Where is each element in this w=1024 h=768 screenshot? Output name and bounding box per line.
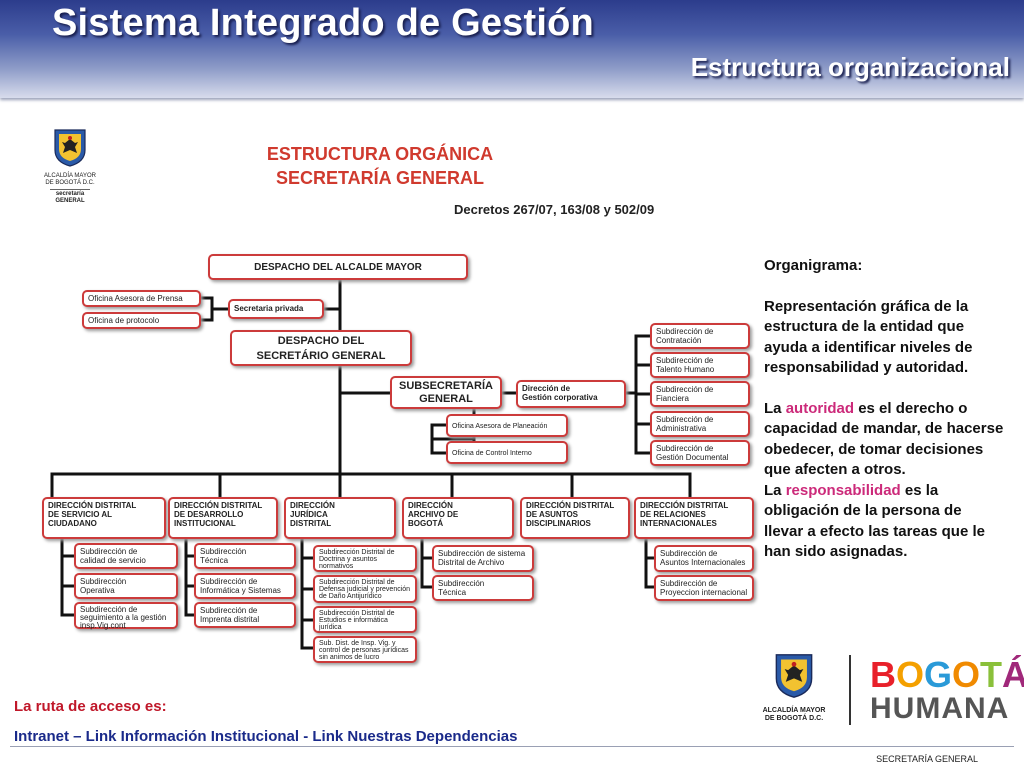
alcaldia-logo: ALCALDÍA MAYOR DE BOGOTÁ D.C. <box>756 652 832 723</box>
bogota-letter: B <box>870 654 896 695</box>
page-subtitle: Estructura organizacional <box>690 52 1010 82</box>
header-banner: Sistema Integrado de Gestión Estructura … <box>0 0 1024 98</box>
node-despacho-secretario: DESPACHO DEL SECRETÁRIO GENERAL <box>230 330 412 366</box>
bogota-letter: O <box>896 654 925 695</box>
node-oficina-prensa: Oficina Asesora de Prensa <box>82 290 201 307</box>
definition-autoridad: La autoridad es el derecho o capacidad d… <box>764 399 1004 479</box>
footer-divider <box>10 746 1014 747</box>
node-secretaria-privada: Secretaria privada <box>228 299 324 319</box>
node-subsecretaria-general: SUBSECRETARÍA GENERAL <box>390 376 502 409</box>
node-despacho-alcalde: DESPACHO DEL ALCALDE MAYOR <box>208 254 468 280</box>
access-route-path: Intranet – Link Información Instituciona… <box>14 728 518 745</box>
definition-organigrama: Representación gráfica de la estructura … <box>764 297 973 377</box>
definitions-heading: Organigrama: <box>764 257 863 274</box>
humana-wordmark: HUMANA <box>870 692 1010 725</box>
node-oficina-protocolo: Oficina de protocolo <box>82 312 201 329</box>
bogota-letter: T <box>980 654 1003 695</box>
logo-divider <box>849 655 851 725</box>
node-direccion-gestion-corporativa: Dirección de Gestión corporativa <box>516 380 626 408</box>
decrees-label: Decretos 267/07, 163/08 y 502/09 <box>454 202 655 217</box>
node-oficina-control: Oficina de Control Interno <box>446 441 568 464</box>
bogota-letter: G <box>924 654 953 695</box>
alcaldia-logo-small: ALCALDÍA MAYOR DE BOGOTÁ D.C. secretaría… <box>38 128 102 205</box>
bogota-humana-logo: BOGOTÁ HUMANA <box>870 656 1024 724</box>
org-chart-title: ESTRUCTURA ORGÁNICA SECRETARÍA GENERAL <box>266 144 494 188</box>
bogota-letter: O <box>952 654 981 695</box>
page-title: Sistema Integrado de Gestión <box>52 2 594 44</box>
coat-of-arms-icon <box>775 654 813 698</box>
bogota-wordmark: BOGOTÁ <box>870 656 1024 694</box>
footer-label: SECRETARÍA GENERAL <box>876 754 978 764</box>
node-oficina-planeacion: Oficina Asesora de Planeación <box>446 414 568 437</box>
definitions-panel: Organigrama: Representación gráfica de l… <box>764 256 1004 563</box>
access-route-label: La ruta de acceso es: <box>14 698 167 715</box>
bogota-letter: Á <box>1002 654 1024 695</box>
definition-responsabilidad: La responsabilidad es la obligación de l… <box>764 481 985 561</box>
coat-of-arms-icon <box>54 129 86 167</box>
